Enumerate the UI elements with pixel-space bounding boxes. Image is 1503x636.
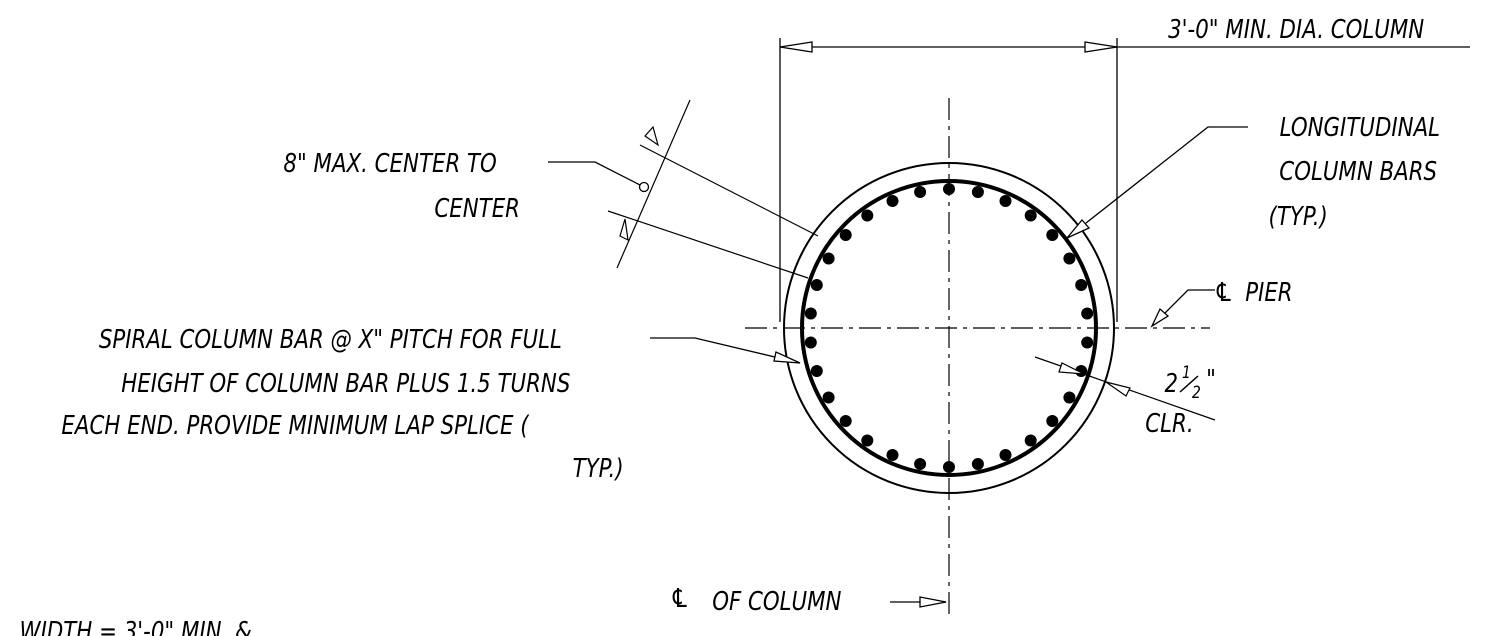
clear-cover-suffix: CLR. bbox=[1145, 408, 1193, 439]
pier-centerline-symbol: ℄ bbox=[1214, 277, 1233, 308]
spacing-dimension-line bbox=[616, 99, 691, 269]
longitudinal-bar bbox=[861, 434, 874, 447]
pier-centerline-callout: ℄ PIER bbox=[1150, 277, 1293, 328]
spiral-label-line2: HEIGHT OF COLUMN BAR PLUS 1.5 TURNS bbox=[121, 368, 570, 399]
longitudinal-bar bbox=[886, 195, 899, 207]
longitudinal-bar bbox=[1081, 307, 1094, 320]
clear-cover-whole: 2 bbox=[1164, 368, 1178, 399]
longitudinal-bar bbox=[804, 336, 817, 349]
longitudinal-bars-leader bbox=[1066, 126, 1248, 239]
spacing-leader-origin bbox=[638, 181, 650, 193]
partial-width-note: WIDTH = 3'-0" MIN. & bbox=[19, 616, 251, 636]
longitudinal-bar bbox=[839, 415, 852, 427]
spacing-extension-lower bbox=[607, 210, 809, 279]
longitudinal-bar bbox=[914, 458, 927, 470]
longitudinal-bar bbox=[1024, 209, 1037, 222]
clear-cover-denominator: 2 bbox=[1192, 383, 1201, 403]
longitudinal-bars bbox=[804, 183, 1094, 473]
longitudinal-bars-arrow bbox=[1066, 218, 1091, 239]
longitudinal-bar bbox=[1046, 415, 1059, 427]
pier-cl-label: PIER bbox=[1245, 277, 1292, 308]
longitudinal-bar bbox=[1063, 252, 1076, 265]
clear-cover-arrow-inner bbox=[1058, 362, 1085, 375]
longitudinal-bar bbox=[943, 461, 955, 473]
spiral-callout: SPIRAL COLUMN BAR @ X" PITCH FOR FULL HE… bbox=[61, 324, 801, 484]
longitudinal-bar bbox=[1063, 391, 1076, 404]
centerlines bbox=[745, 98, 1210, 620]
spacing-leader bbox=[548, 161, 641, 186]
clear-cover-dimension: 2 1 2 " CLR. bbox=[1034, 356, 1216, 439]
column-cl-label: OF COLUMN bbox=[712, 586, 841, 617]
longitudinal-bar bbox=[1024, 434, 1037, 447]
longitudinal-bars-label-line1: LONGITUDINAL bbox=[1280, 112, 1440, 143]
longitudinal-bar bbox=[822, 391, 835, 404]
longitudinal-bar bbox=[1075, 279, 1088, 291]
longitudinal-bars-label-line2: COLUMN BARS bbox=[1279, 156, 1437, 187]
longitudinal-bar bbox=[914, 186, 927, 198]
clear-cover-fraction-bar bbox=[1179, 375, 1199, 393]
longitudinal-bar bbox=[810, 279, 823, 291]
spiral-arrow bbox=[773, 351, 801, 364]
longitudinal-bar bbox=[886, 449, 899, 461]
dim-arrow-right bbox=[1084, 41, 1118, 53]
spiral-label-line3: EACH END. PROVIDE MINIMUM LAP SPLICE ( bbox=[61, 410, 530, 441]
bar-spacing-callout: 8" MAX. CENTER TO CENTER bbox=[283, 99, 819, 279]
longitudinal-bar bbox=[810, 365, 823, 377]
spacing-label-line1: 8" MAX. CENTER TO bbox=[283, 148, 496, 179]
pier-cl-arrow bbox=[1150, 307, 1170, 328]
spiral-label-line1: SPIRAL COLUMN BAR @ X" PITCH FOR FULL bbox=[99, 324, 562, 355]
column-diameter-label: 3'-0" MIN. DIA. COLUMN bbox=[1168, 14, 1424, 45]
longitudinal-bar bbox=[822, 252, 835, 265]
longitudinal-bar bbox=[999, 195, 1012, 207]
longitudinal-bar bbox=[839, 229, 852, 241]
spacing-label-line2: CENTER bbox=[434, 193, 520, 224]
longitudinal-bar bbox=[861, 209, 874, 222]
longitudinal-bar bbox=[804, 307, 817, 320]
longitudinal-bar bbox=[999, 449, 1012, 461]
column-cl-arrow bbox=[919, 596, 947, 608]
spiral-leader bbox=[650, 337, 801, 364]
dim-arrow-left bbox=[779, 41, 813, 53]
longitudinal-bar bbox=[1081, 336, 1094, 349]
clear-cover-unit: " bbox=[1206, 364, 1216, 395]
spacing-extension-upper bbox=[639, 144, 819, 237]
longitudinal-bar bbox=[971, 186, 984, 198]
longitudinal-bars-label-line3: (TYP.) bbox=[1269, 201, 1328, 232]
longitudinal-bars-callout: LONGITUDINAL COLUMN BARS (TYP.) bbox=[1066, 112, 1440, 239]
column-centerline-symbol: ℄ bbox=[670, 583, 689, 614]
spacing-arrow-upper bbox=[644, 125, 660, 147]
diameter-dimension: 3'-0" MIN. DIA. COLUMN bbox=[779, 14, 1470, 322]
clear-cover-arrow-outer bbox=[1105, 381, 1131, 397]
longitudinal-bar bbox=[1046, 229, 1059, 241]
column-centerline-callout: ℄ OF COLUMN bbox=[670, 583, 947, 617]
spiral-label-line4: TYP.) bbox=[573, 453, 624, 484]
clear-cover-numerator: 1 bbox=[1182, 363, 1191, 383]
longitudinal-bar bbox=[971, 458, 984, 470]
spacing-arrow-lower bbox=[619, 218, 629, 242]
